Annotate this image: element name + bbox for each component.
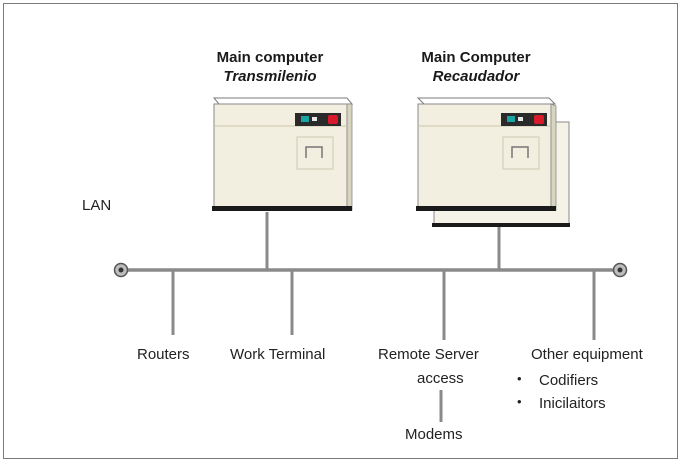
server-computer-icon <box>212 97 354 211</box>
other-equipment-label: Other equipment <box>531 346 643 363</box>
remote-server-label-line2: access <box>417 370 464 387</box>
diagram-frame <box>3 3 678 459</box>
computer-1-subtitle: Transmilenio <box>223 68 317 85</box>
other-equipment-item: Codifiers <box>539 372 599 389</box>
remote-server-label-line1: Remote Server <box>378 346 479 363</box>
stacked-server-computer-icon <box>416 97 570 227</box>
computer-2-subtitle: Recaudador <box>432 68 520 85</box>
lan-left-terminator <box>113 262 129 278</box>
routers-label: Routers <box>137 346 190 363</box>
lan-label: LAN <box>82 197 112 214</box>
bullet-icon: • <box>517 371 522 386</box>
modems-label: Modems <box>405 426 463 443</box>
other-equipment-item: Inicilaitors <box>539 395 606 412</box>
bullet-icon: • <box>517 394 522 409</box>
computer-2-title: Main Computer <box>421 49 531 66</box>
work-terminal-label: Work Terminal <box>230 346 326 363</box>
computer-1-title: Main computer <box>216 49 324 66</box>
lan-right-terminator <box>612 262 628 278</box>
